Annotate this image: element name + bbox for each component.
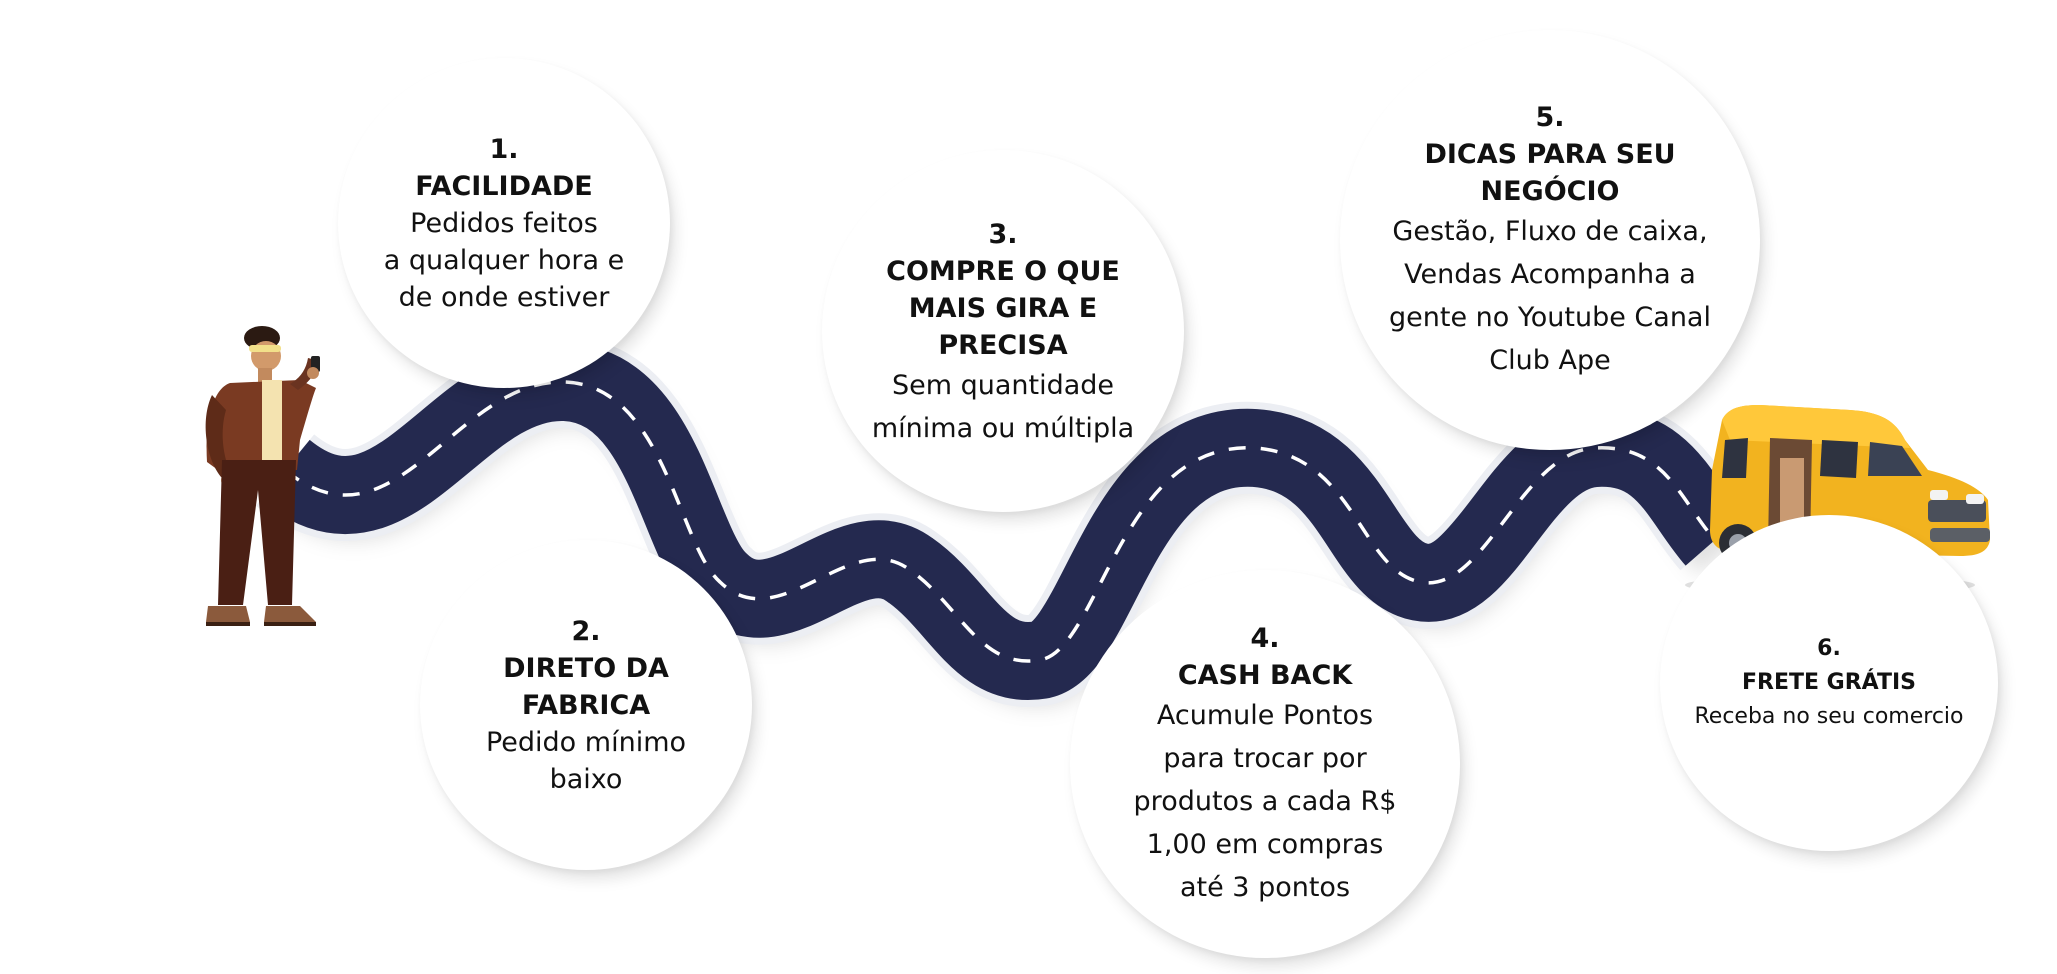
- step-5-number: 5.: [1535, 101, 1565, 133]
- step-4-bubble: 4. CASH BACK Acumule Pontos para trocar …: [1070, 570, 1460, 958]
- step-6-description: Receba no seu comercio: [1694, 704, 1964, 729]
- step-1-number: 1.: [489, 133, 519, 165]
- step-6-title: FRETE GRÁTIS: [1741, 670, 1917, 695]
- step-3-title: COMPRE O QUE MAIS GIRA E PRECISA: [886, 256, 1120, 361]
- step-6-bubble: 6. FRETE GRÁTIS Receba no seu comercio: [1660, 515, 1998, 851]
- step-4-description: Acumule Pontos para trocar por produtos …: [1133, 699, 1397, 903]
- road-surface: [260, 343, 1746, 700]
- step-2-description: Pedido mínimo baixo: [485, 726, 687, 795]
- step-1-title: FACILIDADE: [415, 170, 593, 202]
- step-4-number: 4.: [1250, 622, 1280, 654]
- step-3-bubble: 3. COMPRE O QUE MAIS GIRA E PRECISA Sem …: [822, 150, 1184, 512]
- step-2-bubble: 2. DIRETO DA FABRICA Pedido mínimo baixo: [420, 540, 752, 870]
- step-2-number: 2.: [571, 615, 601, 647]
- step-4-title: CASH BACK: [1177, 659, 1353, 691]
- step-6-number: 6.: [1817, 636, 1841, 661]
- step-3-number: 3.: [988, 219, 1018, 250]
- step-3-description: Sem quantidade mínima ou múltipla: [871, 370, 1135, 444]
- step-5-description: Gestão, Fluxo de caixa, Vendas Acompanha…: [1389, 215, 1711, 376]
- person-with-phone-icon: [205, 326, 320, 626]
- step-2-title: DIRETO DA FABRICA: [503, 652, 669, 721]
- step-5-bubble: 5. DICAS PARA SEU NEGÓCIO Gestão, Fluxo …: [1340, 30, 1760, 450]
- step-1-bubble: 1. FACILIDADE Pedidos feitos a qualquer …: [338, 58, 670, 388]
- step-1-description: Pedidos feitos a qualquer hora e de onde…: [383, 207, 625, 313]
- step-5-title: DICAS PARA SEU NEGÓCIO: [1424, 138, 1676, 207]
